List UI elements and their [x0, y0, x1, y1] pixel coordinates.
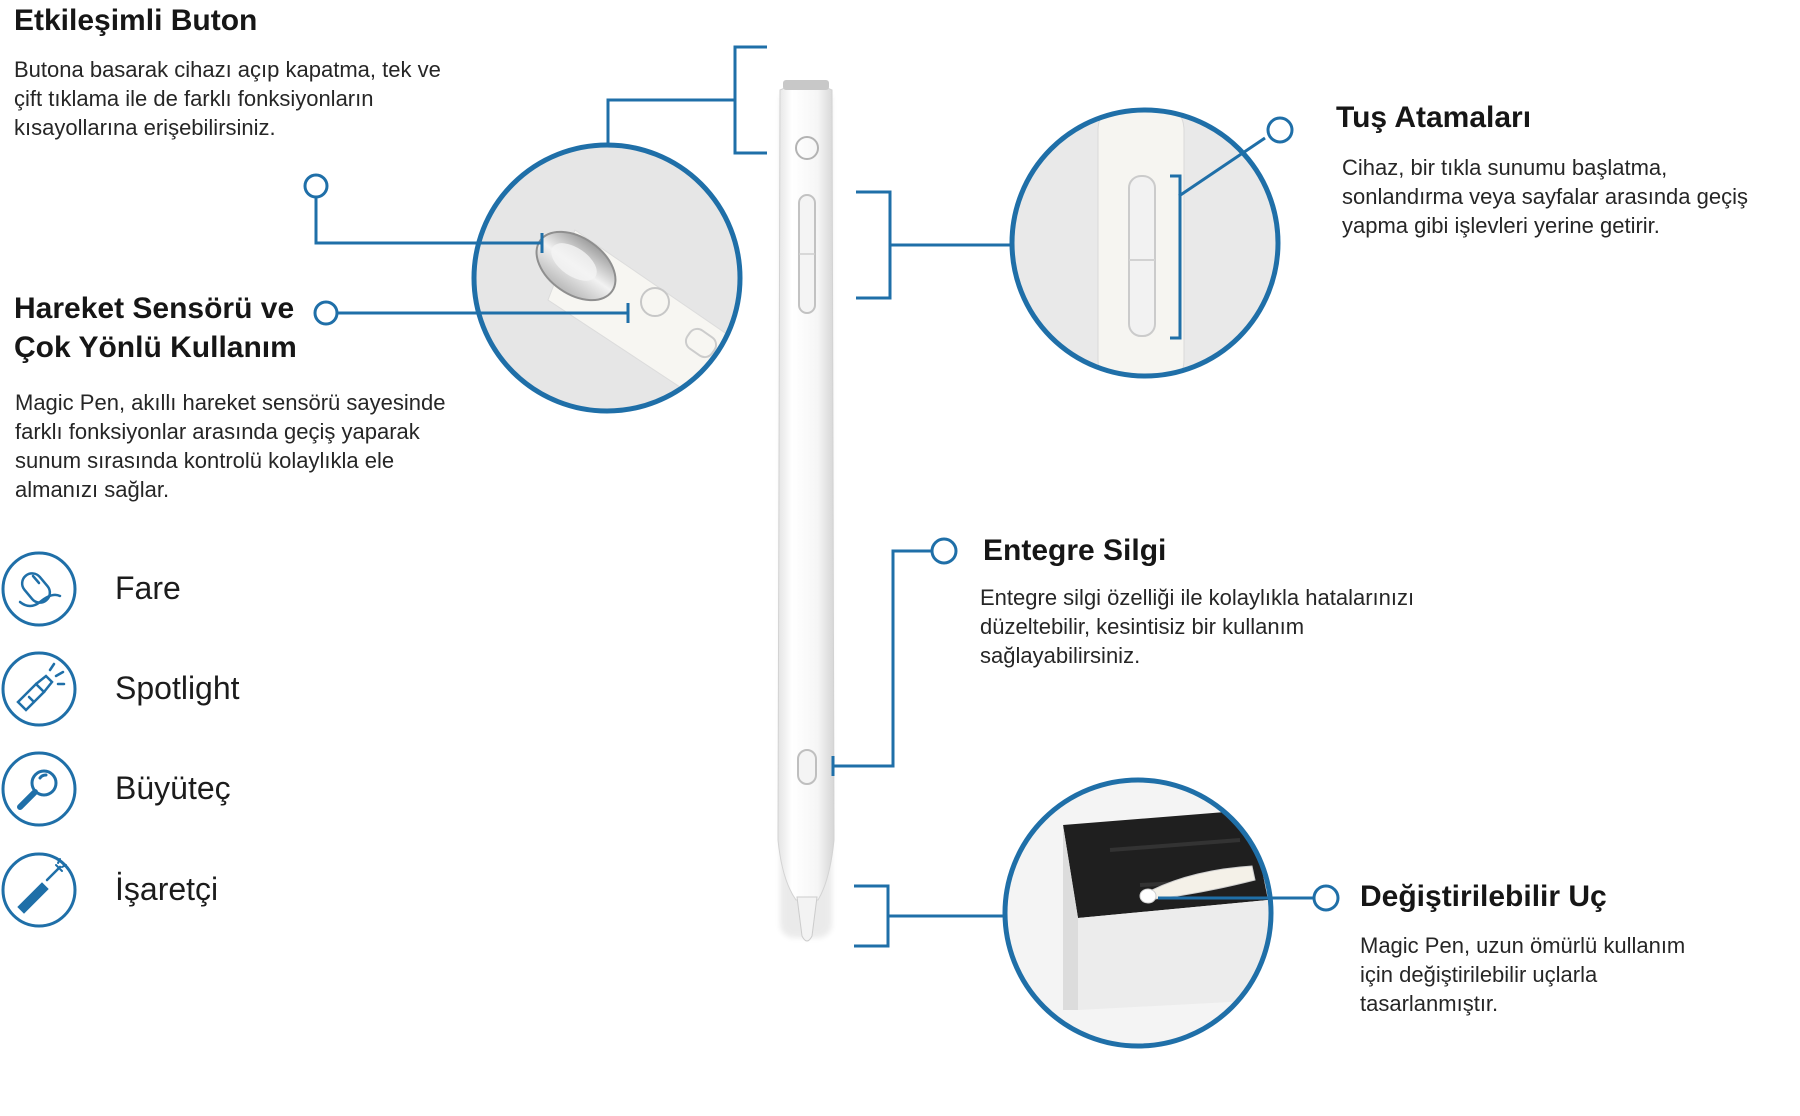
replaceable-tip-title: Değiştirilebilir Uç	[1360, 880, 1607, 913]
key-assignments-description: Cihaz, bir tıkla sunumu başlatma, sonlan…	[1342, 153, 1748, 240]
stylus-pen	[777, 80, 835, 942]
description-line: Butona basarak cihazı açıp kapatma, tek …	[14, 57, 441, 82]
pen-tip	[796, 896, 818, 942]
mode-item-magnifier: Büyüteç	[0, 750, 400, 830]
integrated-eraser-title: Entegre Silgi	[983, 534, 1167, 567]
description-line: Cihaz, bir tıkla sunumu başlatma,	[1342, 155, 1668, 180]
description-line: sunum sırasında kontrolü kolaylıkla ele	[15, 448, 395, 473]
integrated-eraser-description: Entegre silgi özelliği ile kolaylıkla ha…	[980, 583, 1414, 670]
marker-dots	[303, 116, 1340, 912]
motion-sensor-title: Hareket Sensörü ve Çok Yönlü Kullanım	[14, 289, 297, 367]
description-line: Magic Pen, uzun ömürlü kullanım	[1360, 933, 1686, 958]
key-assignments-title: Tuş Atamaları	[1336, 101, 1532, 134]
keys-detail-circle	[1009, 107, 1281, 379]
description-line: için değiştirilebilir uçlarla	[1360, 962, 1598, 987]
description-line: tasarlanmıştır.	[1360, 991, 1499, 1016]
description-line: sonlandırma veya sayfalar arasında geçiş	[1342, 184, 1748, 209]
description-line: kısayollarına erişebilirsiniz.	[14, 115, 276, 140]
pen-motion-sensor	[795, 136, 819, 160]
mode-label: Fare	[115, 570, 181, 606]
description-line: sağlayabilirsiniz.	[980, 643, 1141, 668]
mouse-icon	[1, 551, 77, 627]
motion-sensor-description: Magic Pen, akıllı hareket sensörü sayesi…	[15, 388, 445, 504]
mode-item-spotlight: Spotlight	[0, 650, 400, 730]
mode-item-pointer: İşaretçi	[0, 851, 400, 931]
replaceable-tip-description: Magic Pen, uzun ömürlü kullanım için değ…	[1360, 931, 1685, 1018]
interactive-button-description: Butona basarak cihazı açıp kapatma, tek …	[14, 55, 441, 142]
mode-label: Büyüteç	[115, 770, 231, 806]
description-line: Entegre silgi özelliği ile kolaylıkla ha…	[980, 585, 1415, 610]
connector-lines	[314, 45, 1313, 948]
description-line: almanızı sağlar.	[15, 477, 170, 502]
magnifier-icon	[1, 751, 77, 827]
button-detail-circle	[471, 142, 743, 414]
interactive-button-title: Etkileşimli Buton	[14, 4, 258, 37]
laser-pointer-icon	[1, 852, 77, 928]
title-line: Çok Yönlü Kullanım	[14, 331, 297, 364]
mode-label: Spotlight	[115, 670, 240, 706]
description-line: düzeltebilir, kesintisiz bir kullanım	[980, 614, 1305, 639]
description-line: Magic Pen, akıllı hareket sensörü sayesi…	[15, 390, 446, 415]
description-line: çift tıklama ile de farklı fonksiyonları…	[14, 86, 374, 111]
description-line: yapma gibi işlevleri yerine getirir.	[1342, 213, 1660, 238]
description-line: farklı fonksiyonlar arasında geçiş yapar…	[15, 419, 420, 444]
tips-box-detail-circle	[1002, 777, 1274, 1049]
pen-eraser-button	[797, 749, 817, 785]
pen-top-button	[783, 80, 829, 90]
mode-label: İşaretçi	[115, 871, 219, 907]
title-line: Hareket Sensörü ve	[14, 292, 295, 325]
flashlight-icon	[1, 651, 77, 727]
mode-item-mouse: Fare	[0, 550, 400, 630]
